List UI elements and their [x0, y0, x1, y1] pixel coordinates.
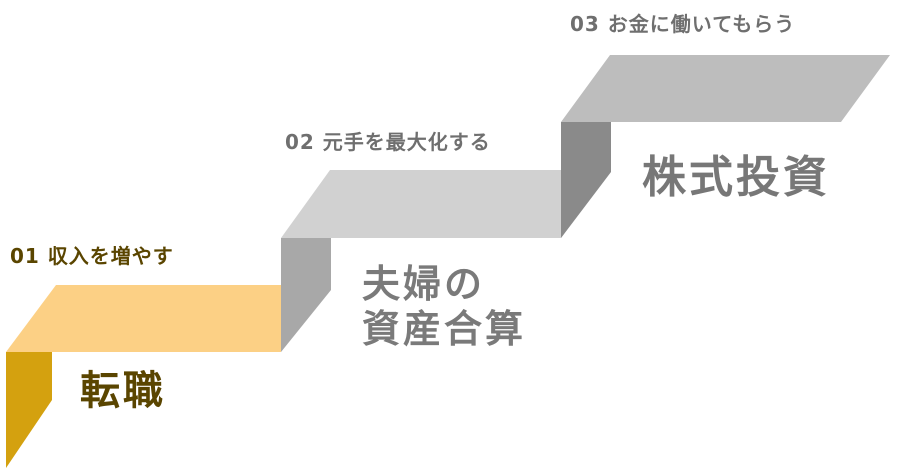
step-3-top — [561, 55, 890, 122]
step-2-top — [281, 170, 610, 238]
step-1-label: 01 収入を増やす — [10, 244, 174, 268]
step-3-side — [561, 122, 611, 238]
step-1-title: 転職 — [80, 368, 166, 414]
step-2-label: 02 元手を最大化する — [285, 130, 491, 154]
step-1-side — [6, 352, 52, 468]
step-1-top — [6, 285, 281, 352]
step-3-title: 株式投資 — [642, 152, 830, 203]
step-3-label: 03 お金に働いてもらう — [570, 12, 796, 36]
step-2-side — [281, 238, 331, 352]
step-2-title: 夫婦の 資産合算 — [362, 262, 527, 351]
